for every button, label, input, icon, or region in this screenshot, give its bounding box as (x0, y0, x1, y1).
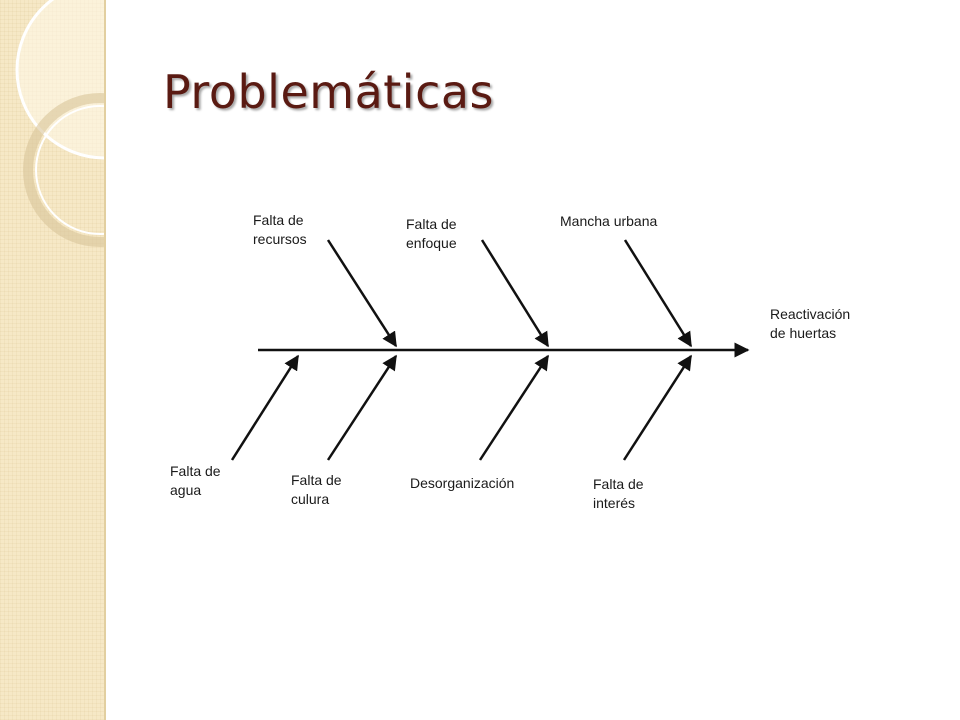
decorative-sidebar (0, 0, 106, 720)
slide-title: Problemáticas (163, 65, 495, 119)
effect-label: Reactivación de huertas (770, 306, 851, 341)
bone-top-1 (326, 239, 398, 348)
bone-bottom-1 (230, 354, 300, 461)
cause-label-culura: Falta de culura (291, 472, 342, 507)
bone-top-2 (480, 239, 550, 348)
bone-bottom-3 (478, 354, 550, 461)
bone-bottom-4 (622, 354, 693, 461)
cause-label-enfoque: Falta de enfoque (406, 216, 457, 251)
decorative-circles (15, 0, 104, 247)
cause-label-mancha-urbana: Mancha urbana (560, 213, 658, 229)
cause-label-recursos: Falta de recursos (253, 212, 307, 247)
bone-top-3 (623, 239, 693, 348)
cause-label-desorganizacion: Desorganización (410, 475, 515, 491)
cause-label-agua: Falta de agua (170, 463, 221, 498)
bone-bottom-2 (326, 354, 398, 461)
cause-label-interes: Falta de interés (593, 476, 644, 511)
